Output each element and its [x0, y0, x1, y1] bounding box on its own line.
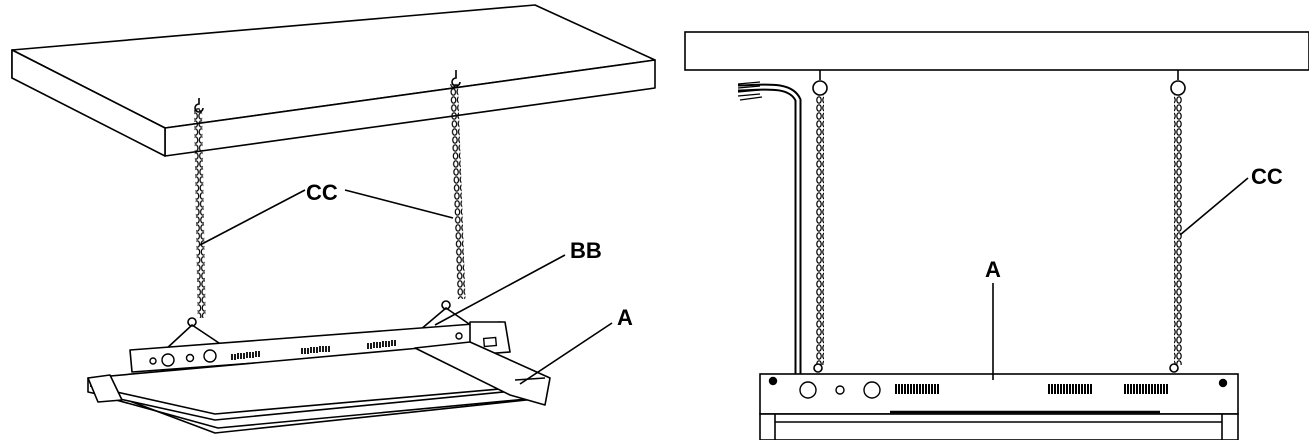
- left-fixture-details: [149, 332, 498, 367]
- right-leader-lines: [992, 177, 1249, 380]
- right-fixture-details: [768, 376, 1228, 399]
- power-cord: [737, 81, 802, 378]
- label-bb-left: BB: [570, 238, 602, 263]
- label-a-right: A: [985, 257, 1001, 282]
- right-elevation-view: CC A: [684, 31, 1309, 440]
- right-fixture-a: [759, 373, 1239, 440]
- left-ceiling-slab: [11, 4, 656, 157]
- left-chain-bridles: [164, 300, 473, 351]
- label-a-left: A: [617, 305, 633, 330]
- right-chains: [816, 95, 1182, 365]
- label-cc-left: CC: [306, 180, 338, 205]
- left-chains: [194, 83, 466, 319]
- left-leader-lines: [199, 189, 613, 385]
- right-ceiling-hooks: [812, 70, 1186, 96]
- left-isometric-view: CC BB A: [11, 4, 656, 434]
- label-cc-right: CC: [1251, 164, 1283, 189]
- right-ceiling: [684, 31, 1309, 71]
- left-fixture-a: [87, 321, 551, 434]
